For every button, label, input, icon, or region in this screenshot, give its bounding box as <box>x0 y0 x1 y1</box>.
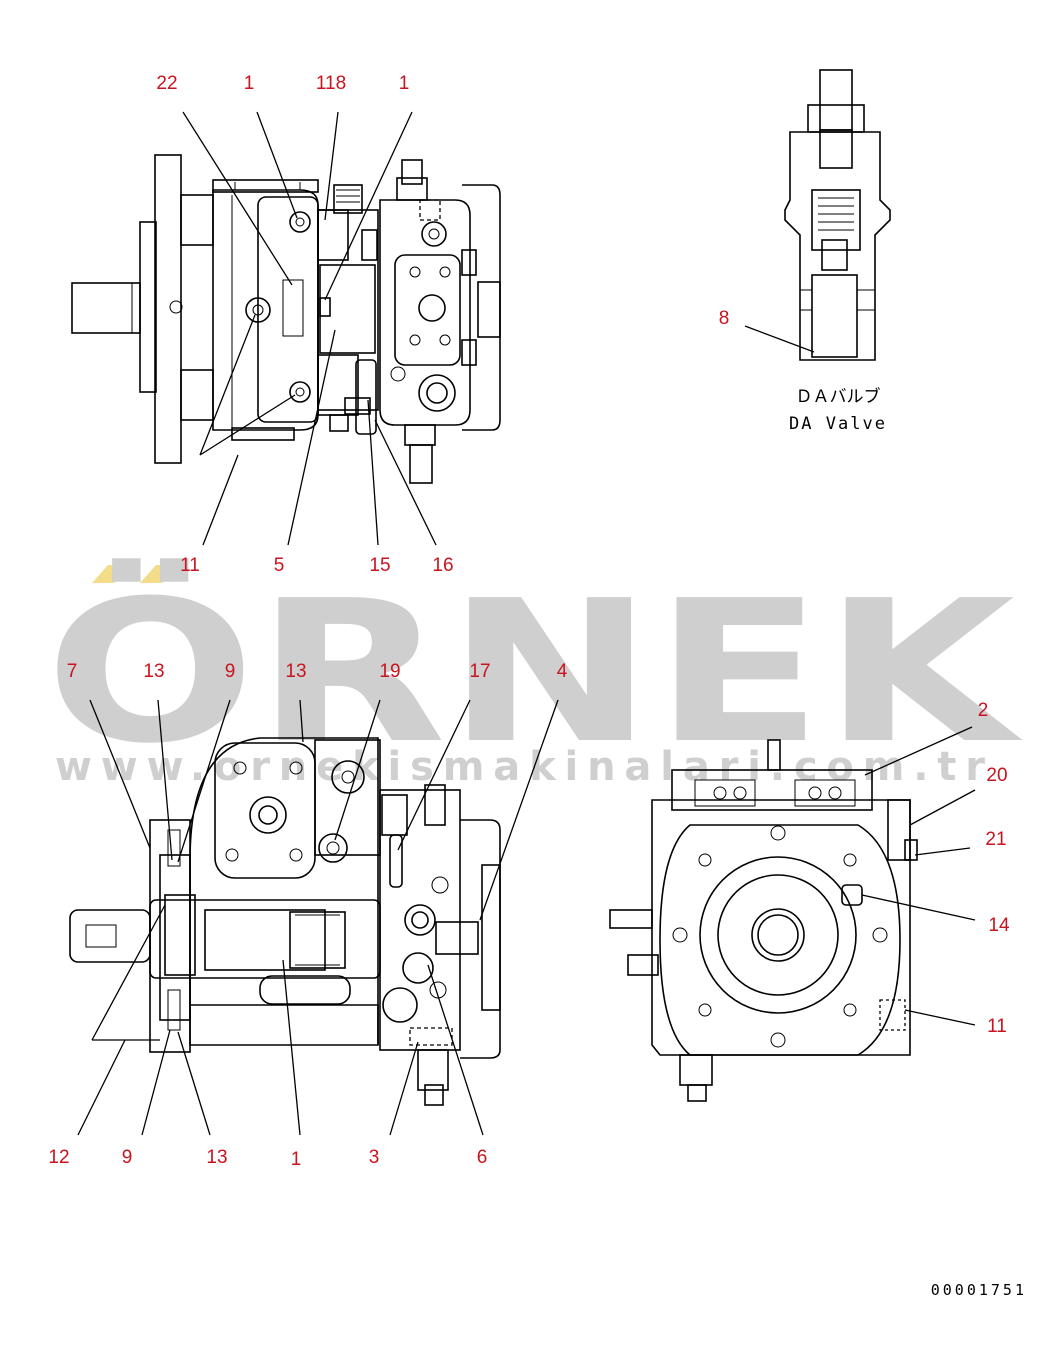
callout-15: 15 <box>369 555 390 576</box>
da-valve-drawing <box>784 69 891 361</box>
callout-17: 17 <box>469 661 490 682</box>
callout-8: 8 <box>719 308 730 329</box>
watermark-brand: ÖRNEK <box>45 558 1023 787</box>
da-valve-label-en: DA Valve <box>789 414 887 434</box>
callout-118: 118 <box>316 73 346 94</box>
top-view-drawing <box>71 154 501 484</box>
callout-12: 12 <box>48 1147 69 1168</box>
callout-11: 11 <box>180 555 200 576</box>
callout-6: 6 <box>477 1147 488 1168</box>
end-view-drawing <box>609 739 918 1102</box>
side-view-leaders <box>77 699 559 1136</box>
callout-21: 21 <box>985 829 1006 850</box>
callout-22: 22 <box>156 73 177 94</box>
callout-20: 20 <box>986 765 1007 786</box>
callout-9: 9 <box>122 1147 133 1168</box>
watermark-accent-right <box>140 565 178 583</box>
callout-7: 7 <box>67 661 78 682</box>
callout-4: 4 <box>557 661 568 682</box>
top-view-leaders <box>182 111 437 546</box>
callout-11: 11 <box>987 1016 1007 1037</box>
callout-2: 2 <box>978 700 989 721</box>
callouts: 22 1 118 1 11 5 15 16 8 7 13 9 13 19 17 … <box>48 73 1010 1170</box>
callout-13: 13 <box>206 1147 227 1168</box>
callout-1: 1 <box>399 73 410 94</box>
callout-13: 13 <box>285 661 306 682</box>
watermark-url: www.ornekismakinalari.com.tr <box>55 744 985 790</box>
side-view-drawing <box>69 737 501 1106</box>
callout-19: 19 <box>379 661 400 682</box>
end-view-leaders <box>861 726 976 1026</box>
callout-13: 13 <box>143 661 164 682</box>
callout-3: 3 <box>369 1147 380 1168</box>
watermark-accent-left <box>92 565 130 583</box>
da-valve-label-jp: ＤＡバルブ <box>796 386 881 407</box>
callout-14: 14 <box>988 915 1010 936</box>
callout-1: 1 <box>244 73 255 94</box>
da-valve-leader <box>744 325 815 353</box>
callout-1: 1 <box>291 1149 302 1170</box>
drawing-number: 00001751 <box>931 1281 1027 1299</box>
callout-16: 16 <box>432 555 453 576</box>
callout-5: 5 <box>274 555 285 576</box>
watermark: ÖRNEK www.ornekismakinalari.com.tr <box>45 558 1023 790</box>
callout-9: 9 <box>225 661 236 682</box>
